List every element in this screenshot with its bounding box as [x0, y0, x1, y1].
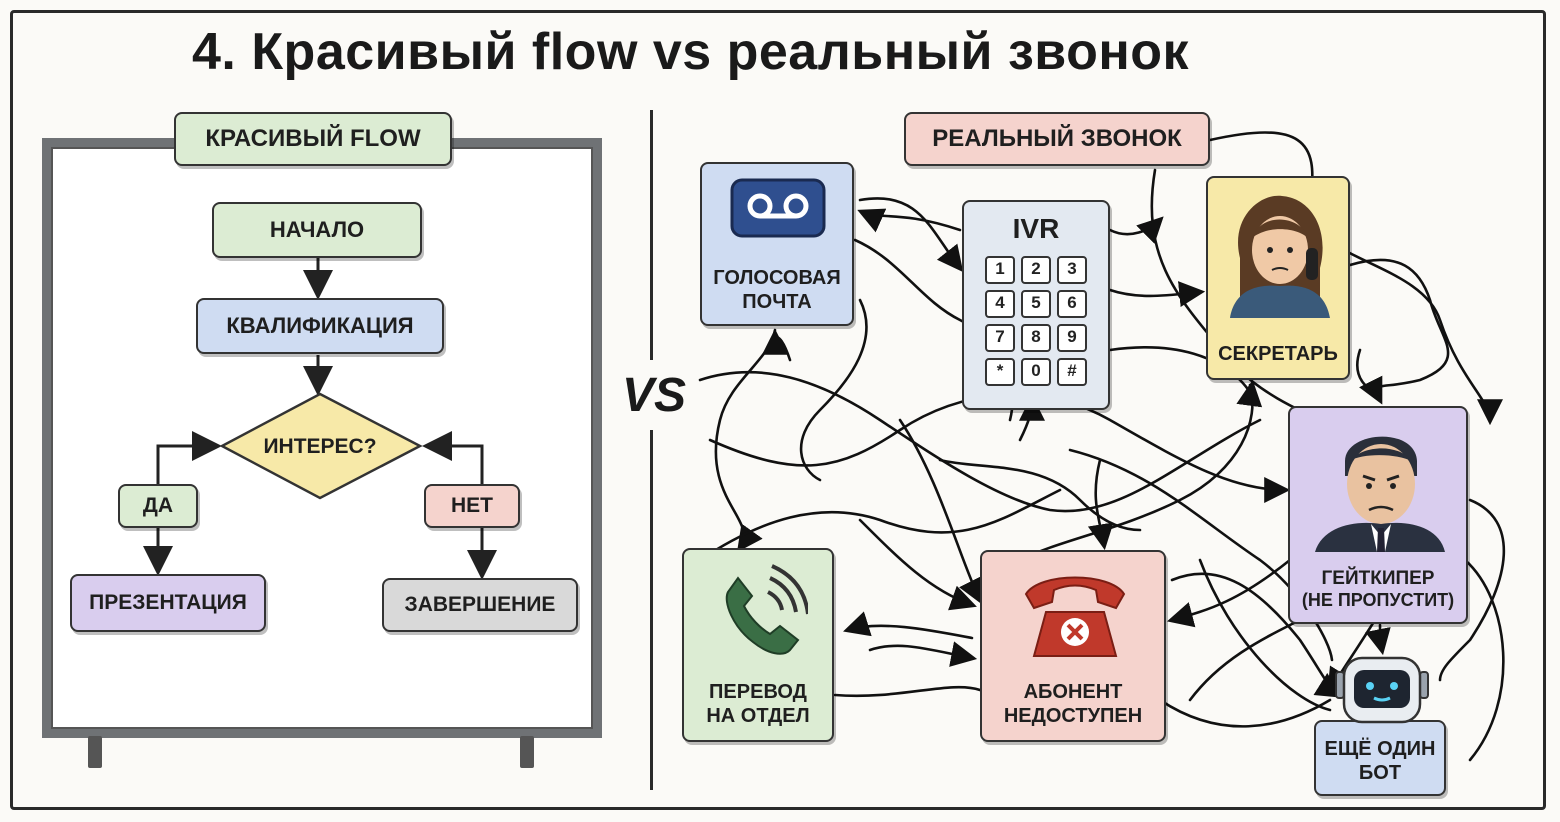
- ivr-key: 9: [1057, 323, 1087, 352]
- section-divider: [650, 110, 653, 790]
- ivr-key: 0: [1021, 357, 1051, 386]
- gatekeeper-label-line1: ГЕЙТКИПЕР: [1321, 567, 1435, 589]
- secretary-label: СЕКРЕТАРЬ: [1218, 343, 1338, 365]
- unavailable-label: АБОНЕНТ НЕДОСТУПЕН: [1003, 681, 1143, 727]
- ivr-key: 5: [1021, 289, 1051, 318]
- node-unavailable: АБОНЕНТ НЕДОСТУПЕН: [980, 550, 1166, 742]
- board-leg-right: [520, 736, 534, 768]
- ivr-key: 4: [985, 289, 1015, 318]
- ivr-key: 7: [985, 323, 1015, 352]
- node-voicemail: ГОЛОСОВАЯ ПОЧТА: [700, 162, 854, 326]
- node-qualify: КВАЛИФИКАЦИЯ: [196, 298, 444, 354]
- node-no: НЕТ: [424, 484, 520, 528]
- page-title: 4. Красивый flow vs реальный звонок: [192, 23, 1190, 81]
- node-gatekeeper: ГЕЙТКИПЕР (НЕ ПРОПУСТИТ): [1288, 406, 1468, 624]
- ivr-key: #: [1057, 357, 1087, 386]
- node-interest-label: ИНТЕРЕС?: [263, 435, 377, 458]
- ivr-key: 1: [985, 255, 1015, 284]
- node-yes: ДА: [118, 484, 198, 528]
- node-presentation: ПРЕЗЕНТАЦИЯ: [70, 574, 266, 632]
- interest-diamond: [219, 392, 423, 500]
- node-bot: ЕЩЁ ОДИН БОТ: [1314, 720, 1446, 796]
- node-transfer: ПЕРЕВОД НА ОТДЕЛ: [682, 548, 834, 742]
- secretary-icon: [1230, 195, 1330, 318]
- ivr-key: 8: [1021, 323, 1051, 352]
- ivr-key: 3: [1057, 255, 1087, 284]
- board-leg-left: [88, 736, 102, 768]
- node-secretary: СЕКРЕТАРЬ: [1206, 176, 1350, 380]
- ivr-key: *: [985, 357, 1015, 386]
- vs-label: VS: [614, 360, 694, 430]
- ivr-key: 2: [1021, 255, 1051, 284]
- voicemail-label: ГОЛОСОВАЯ ПОЧТА: [713, 267, 841, 313]
- transfer-label: ПЕРЕВОД НА ОТДЕЛ: [706, 681, 810, 727]
- arrow-yes-interest: [156, 431, 222, 484]
- unavailable-phone-icon: [1024, 576, 1126, 657]
- gatekeeper-label-line2: (НЕ ПРОПУСТИТ): [1301, 590, 1455, 611]
- ivr-label: IVR: [1012, 213, 1060, 244]
- voicemail-icon: [730, 178, 826, 238]
- gatekeeper-icon: [1315, 436, 1445, 552]
- node-finish: ЗАВЕРШЕНИЕ: [382, 578, 578, 632]
- beautiful-flow-header: КРАСИВЫЙ FLOW: [174, 112, 452, 166]
- phone-transfer-icon: [725, 564, 808, 655]
- real-call-header: РЕАЛЬНЫЙ ЗВОНОК: [904, 112, 1210, 166]
- robot-icon: [1335, 656, 1429, 724]
- arrow-no-interest: [422, 431, 484, 484]
- ivr-key: 6: [1057, 289, 1087, 318]
- node-start: НАЧАЛО: [212, 202, 422, 258]
- outer-frame: [10, 10, 1546, 810]
